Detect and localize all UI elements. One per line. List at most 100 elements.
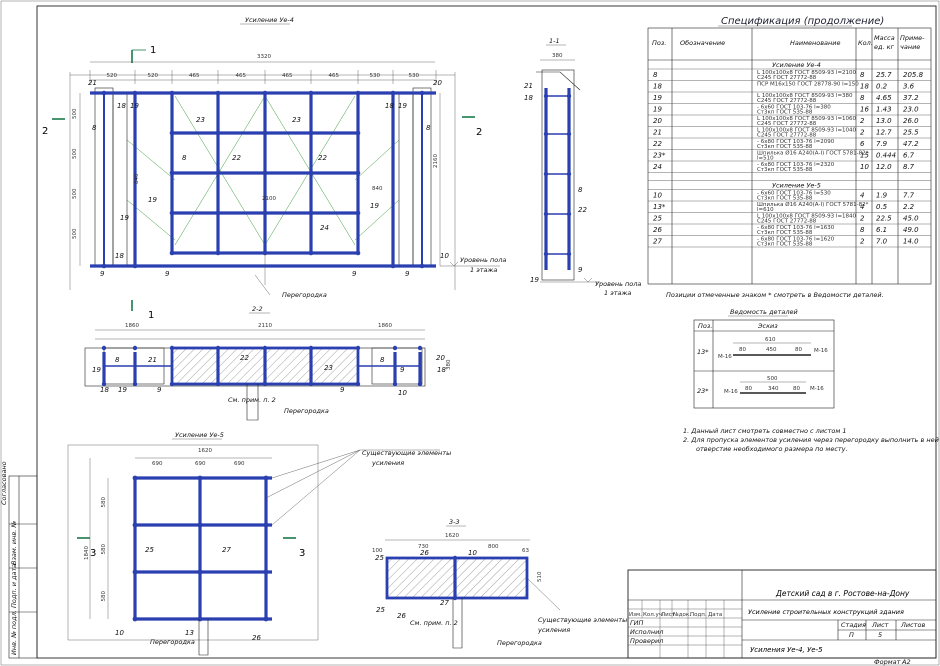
- svg-text:500: 500: [72, 148, 78, 159]
- role-gip: ГИП: [630, 619, 643, 627]
- spec-row-mass: 13.0: [876, 117, 892, 125]
- svg-text:580: 580: [101, 497, 107, 508]
- spec-row-name: L 100х100х8 ГОСТ 8509-93 l=1840: [757, 214, 857, 220]
- notes: 1. Данный лист смотреть совместно с лист…: [683, 427, 939, 453]
- spec-row-name: Ст3кп ГОСТ 535-88: [757, 196, 813, 202]
- spec-row-name: Ст3кп ГОСТ 535-88: [757, 242, 813, 248]
- svg-text:18: 18: [115, 252, 124, 260]
- svg-text:19: 19: [370, 202, 379, 210]
- svg-text:19: 19: [130, 102, 139, 110]
- svg-text:8: 8: [115, 356, 120, 364]
- detail1-thread-r: M-16: [814, 348, 828, 354]
- spec-row-qty: 15: [860, 152, 869, 160]
- stamp-section: Усиление строительных конструкций здания: [748, 608, 904, 616]
- svg-text:10: 10: [398, 389, 407, 397]
- top-dim-8: 530: [409, 73, 420, 79]
- section-3-3: 3-3 1620 730 800 100 63 510 25 26 10 25 …: [372, 518, 627, 649]
- ue5-labels: 25 27 10 13 26: [115, 546, 261, 642]
- spec-group-title: Усиление Уе-5: [772, 182, 821, 190]
- spec-row-note: 7.7: [903, 192, 915, 200]
- spec-row-qty: 2: [860, 117, 865, 125]
- floor-level-mark-ue4: Уровень пола 1 этажа: [440, 256, 506, 274]
- spec-row-pos: 10: [653, 192, 662, 200]
- spec-row-qty: 4: [860, 203, 864, 211]
- svg-text:19: 19: [118, 386, 127, 394]
- svg-text:чание: чание: [900, 43, 920, 51]
- details-title: Ведомость деталей: [730, 308, 798, 316]
- section-22-bolts: [101, 345, 423, 387]
- svg-text:19: 19: [398, 102, 407, 110]
- spec-row-qty: 6: [860, 140, 865, 148]
- detail-pos-1: 13*: [697, 348, 709, 356]
- cut2-left-label: 2: [42, 126, 48, 137]
- spec-row-qty: 8: [860, 94, 865, 102]
- spec-row-mass: 25.7: [876, 71, 892, 79]
- spec-row-mass: 0.444: [876, 152, 896, 160]
- spec-row-qty: 8: [860, 71, 865, 79]
- detail1-c: 80: [795, 347, 802, 353]
- spec-row-name: L 100х100х8 ГОСТ 8509-93 l=380: [757, 93, 853, 99]
- spec-row-name: L 100х100х8 ГОСТ 8509-93 l=2100: [757, 70, 857, 76]
- svg-text:18: 18: [117, 102, 126, 110]
- spec-row-name: Шпилька Ø16 А240(А-I) ГОСТ 5781-82*: [757, 150, 869, 157]
- spec-row-note: 25.5: [903, 129, 919, 137]
- spec-row-pos: 13*: [653, 203, 666, 211]
- svg-text:26: 26: [252, 634, 261, 642]
- spec-row-name: Ст3кп ГОСТ 535-88: [757, 110, 813, 116]
- spec-row-pos: 19: [653, 94, 662, 102]
- stamp-col-5: Дата: [708, 612, 722, 618]
- spec-col-note: Приме-: [900, 34, 925, 42]
- stamp-sheet: 5: [878, 631, 882, 639]
- detail-pos-2: 23*: [697, 387, 709, 395]
- svg-text:8: 8: [578, 186, 583, 194]
- spec-footnote: Позиции отмеченные знаком * смотреть в В…: [666, 291, 884, 299]
- svg-text:9: 9: [352, 270, 357, 278]
- note-2: 2. Для пропуска элементов усиления через…: [683, 436, 939, 444]
- svg-text:21: 21: [524, 82, 533, 90]
- top-dim-6: 465: [329, 73, 340, 79]
- svg-text:380: 380: [552, 53, 563, 59]
- spec-row-pos: 24: [653, 163, 662, 171]
- details-table: Ведомость деталей Поз. Эскиз 13* 23* 610…: [693, 308, 835, 409]
- svg-text:8: 8: [182, 154, 187, 162]
- cut1-lower-label: 1: [148, 310, 154, 321]
- svg-text:23: 23: [324, 364, 333, 372]
- svg-text:510: 510: [537, 571, 543, 582]
- spec-row-mass: 1.43: [876, 106, 892, 114]
- svg-text:18: 18: [437, 366, 446, 374]
- spec-row-qty: 8: [860, 226, 865, 234]
- inner-frame: [36, 5, 937, 659]
- svg-text:10: 10: [468, 549, 477, 557]
- svg-text:100: 100: [372, 548, 383, 554]
- spec-row-mass: 0.2: [876, 83, 888, 91]
- dim-22-right: 1860: [378, 323, 392, 329]
- stamp-stage-h: Стадия: [841, 621, 866, 629]
- svg-text:27: 27: [440, 599, 449, 607]
- note-2-cont: отверстие необходимого размера по месту.: [696, 445, 848, 453]
- svg-text:9: 9: [405, 270, 410, 278]
- role-checker: Проверил: [630, 637, 663, 645]
- spec-row-mass: 4.65: [876, 94, 892, 102]
- see-note-22: См. прим. п. 2: [228, 396, 276, 404]
- spec-col-3: Кол.: [858, 39, 873, 47]
- svg-text:380: 380: [446, 359, 452, 370]
- svg-text:22: 22: [240, 354, 249, 362]
- view-ue5: Усиление Уе-5 1620 690 690 690 184058058…: [67, 431, 451, 656]
- svg-text:22: 22: [232, 154, 241, 162]
- detail1-a: 80: [739, 347, 746, 353]
- cut1-label: 1: [150, 45, 156, 56]
- stamp-col-3: №док.: [673, 612, 691, 618]
- spec-row-name: l=510: [757, 156, 774, 162]
- spec-row-note: 47.2: [903, 140, 919, 148]
- top-dim-5: 465: [282, 73, 293, 79]
- detail2-a: 80: [745, 386, 752, 392]
- spec-row-qty: 2: [860, 215, 865, 223]
- spec-row-qty: 2: [860, 129, 865, 137]
